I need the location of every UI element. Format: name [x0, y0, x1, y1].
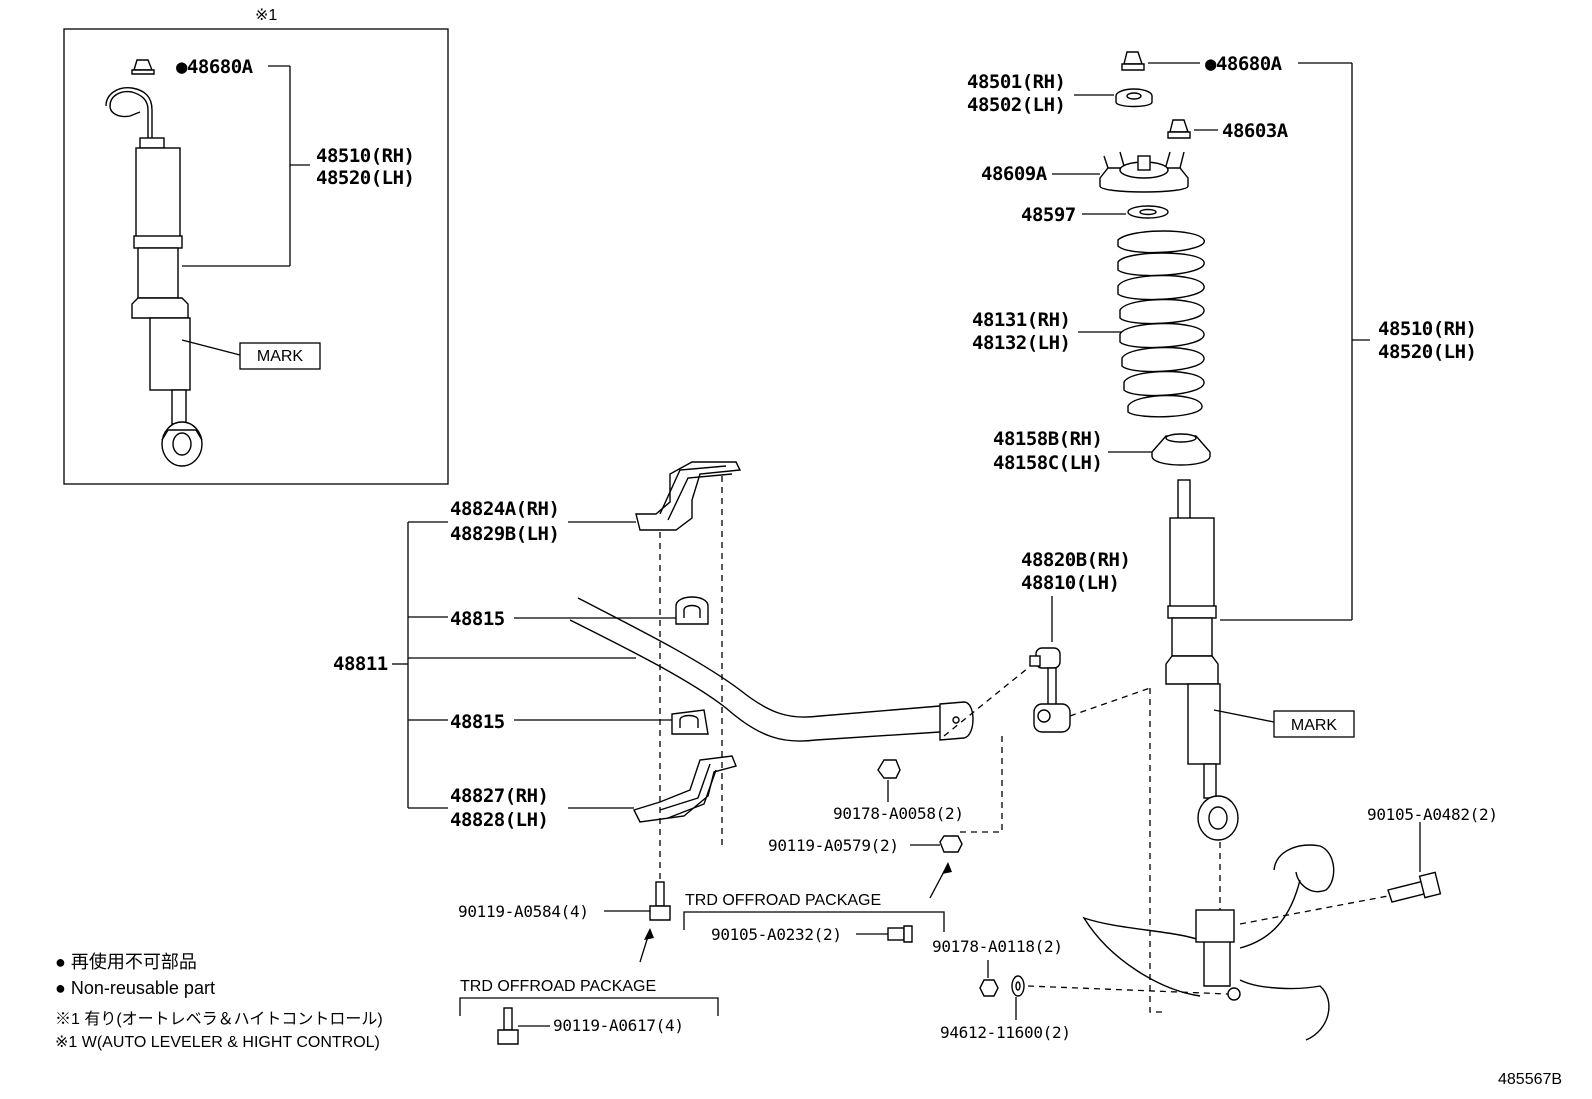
coil-spring-icon: [1117, 230, 1205, 418]
nut3-label: 90178-A0118(2): [932, 937, 1063, 956]
top-nut-label: ●48680A: [1205, 53, 1283, 75]
link-nut-label: 90178-A0058(2): [833, 804, 964, 823]
washer-label: 94612-11600(2): [940, 1023, 1071, 1042]
legend-jp-note: ※1 有り(オートレベラ＆ハイトコントロール): [55, 1010, 383, 1028]
trd-package-2-label: TRD OFFROAD PACKAGE: [460, 978, 656, 995]
bracket-lower-icon: [633, 755, 737, 823]
inset-shock-absorber-icon: [105, 87, 203, 467]
bolt-right-label: 90105-A0482(2): [1367, 805, 1498, 824]
inset-panel: ※1 ●48680A 48510(RH) 48520(LH): [63, 7, 449, 485]
bracket-lower-lh-label: 48828(LH): [450, 809, 548, 831]
trd-package-1-label: TRD OFFROAD PACKAGE: [685, 892, 881, 909]
nut3-icon: [979, 979, 999, 997]
bracket-upper-rh-label: 48824A(RH): [450, 498, 559, 520]
bracket-lower-rh-label: 48827(RH): [450, 785, 548, 807]
top-nut-icon: [1121, 51, 1145, 71]
inset-frame: [63, 28, 449, 485]
link-nut-icon: [877, 759, 901, 779]
link-bolt-label: 90119-A0579(2): [768, 836, 899, 855]
legend-en-note: ※1 W(AUTO LEVELER & HIGHT CONTROL): [55, 1034, 380, 1051]
link-lh-label: 48810(LH): [1021, 572, 1119, 594]
upper-support-icon: [1099, 151, 1189, 193]
trd-bolt-2-label: 90119-A0617(4): [553, 1016, 684, 1035]
washer-icon: [1011, 975, 1025, 997]
cushion-lh-label: 48502(LH): [967, 94, 1065, 116]
spring-rh-label: 48131(RH): [972, 309, 1070, 331]
cushion-rh-label: 48501(RH): [967, 71, 1065, 93]
stabilizer-link-icon: [1029, 647, 1071, 733]
strut-assembly: ●48680A 48501(RH) 48502(LH) 48603A 48609…: [932, 51, 1498, 1042]
mark-box: [1273, 710, 1355, 738]
spring-lh-label: 48132(LH): [972, 332, 1070, 354]
absorber-rh-label: 48510(RH): [1378, 318, 1476, 340]
lower-arm-icon: [1082, 844, 1335, 1041]
inset-marker: ※1: [255, 7, 277, 24]
nut2-icon: [1167, 119, 1191, 139]
bracket-bolt-icon: [649, 881, 671, 921]
shock-absorber-icon: [1165, 479, 1239, 841]
trd-bolt-1-label: 90105-A0232(2): [711, 925, 842, 944]
trd-bolt-2-icon: [497, 1007, 519, 1045]
cushion-icon: [1115, 88, 1153, 108]
bushing-2-icon: [671, 709, 709, 735]
bearing-label: 48597: [1021, 204, 1076, 226]
absorber-lh-label: 48520(LH): [1378, 341, 1476, 363]
legend-jp-nonreusable: ● 再使用不可部品: [55, 952, 197, 972]
bushing-1-label: 48815: [450, 608, 505, 630]
bushing-1-icon: [675, 596, 709, 625]
spring-seat-icon: [1151, 433, 1211, 466]
link-rh-label: 48820B(RH): [1021, 549, 1130, 571]
link-bolt-icon: [939, 835, 963, 853]
inset-mark-label: MARK: [257, 348, 304, 365]
bracket-upper-icon: [635, 461, 742, 531]
bracket-upper-lh-label: 48829B(LH): [450, 523, 559, 545]
bushing-2-label: 48815: [450, 711, 505, 733]
inset-mark-box: [239, 342, 321, 370]
stabilizer-group-label: 48811: [333, 653, 388, 675]
bearing-icon: [1127, 205, 1169, 219]
inset-nut-icon: [131, 59, 155, 75]
legend: ● 再使用不可部品 ● Non-reusable part ※1 有り(オートレ…: [55, 952, 383, 1051]
stabilizer-group: 48811 48824A(RH) 48829B(LH) 48815 48815 …: [333, 461, 1151, 1045]
support-label: 48609A: [981, 163, 1048, 185]
stabilizer-bar-icon: [569, 597, 974, 742]
inset-nut-label: ●48680A: [176, 56, 254, 78]
inset-shock-lh-label: 48520(LH): [316, 167, 414, 189]
seat-rh-label: 48158B(RH): [993, 428, 1102, 450]
nut2-label: 48603A: [1222, 120, 1289, 142]
inset-shock-rh-label: 48510(RH): [316, 145, 414, 167]
seat-lh-label: 48158C(LH): [993, 452, 1102, 474]
bracket-bolt-label: 90119-A0584(4): [458, 902, 589, 921]
legend-en-nonreusable: ● Non-reusable part: [55, 978, 215, 998]
mark-label: MARK: [1291, 717, 1338, 734]
bolt-right-icon: [1387, 871, 1442, 903]
trd-bolt-1-icon: [887, 925, 913, 943]
diagram-id: 485567B: [1498, 1071, 1562, 1088]
